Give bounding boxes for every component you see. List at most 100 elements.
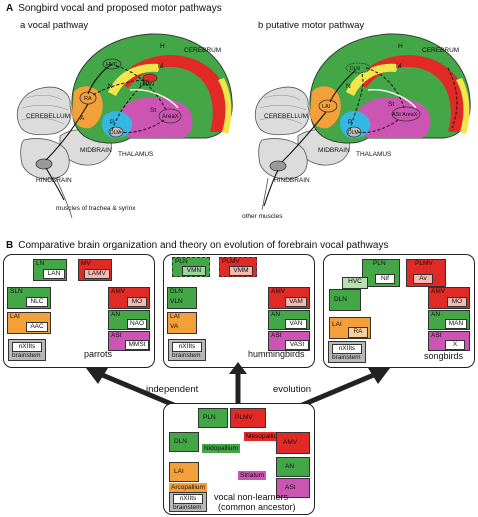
parrot-nxii-nucleus: nXIIts xyxy=(12,342,42,352)
dln-nucleus xyxy=(345,62,371,74)
song-nxii-nucleus: nXIIts xyxy=(332,344,362,354)
anc-nxii-nucleus: nXIIts xyxy=(173,494,203,504)
hum-van-nucleus: VAN xyxy=(285,319,307,329)
label-hvc: HVC xyxy=(106,62,118,68)
parrot-amv-box: AMV MO xyxy=(108,287,150,309)
label-areax: ASt AreaX xyxy=(392,112,418,118)
anc-nxii-box: nXIIts brainstem xyxy=(169,492,207,512)
vocal-pathway-brain-diagram: H CEREBRUM N M St P A RA HVC LMAN AreaX … xyxy=(16,33,233,219)
hum-ast-box: ASt VASt xyxy=(268,331,310,351)
label-thalamus: THALAMUS xyxy=(118,151,154,158)
label-output-other-muscles: other muscles xyxy=(242,213,283,220)
anc-ast-box: ASt xyxy=(276,478,310,498)
anc-an-box: AN xyxy=(276,457,310,477)
label-dlm: DLM xyxy=(348,130,359,136)
nxii-nucleus xyxy=(35,158,53,170)
lamina-yellow xyxy=(108,63,160,96)
song-pln-box: PLN Nif xyxy=(362,259,400,287)
hum-vmm-nucleus: VMM xyxy=(229,266,253,276)
anc-lai-box: LAI xyxy=(169,462,199,482)
label-hindbrain: HINDBRAIN xyxy=(274,177,310,184)
label-m: M xyxy=(396,63,401,70)
mesopallium-band xyxy=(118,55,227,132)
arrow-label-evolution: evolution xyxy=(273,384,312,395)
lamina-yellow xyxy=(346,63,398,96)
parrot-mmst-nucleus: MMSt xyxy=(125,340,149,350)
song-nif-nucleus: Nif xyxy=(375,274,395,284)
hum-plmv-box: PLMV VMM xyxy=(219,257,257,277)
song-dln-box: DLN xyxy=(329,289,361,311)
anc-nidopallium-tag: Nidopallium xyxy=(202,444,240,453)
arrow-label-independent: independent xyxy=(146,384,199,395)
label-a: A xyxy=(80,115,85,122)
label-thalamus: THALAMUS xyxy=(356,151,392,158)
hum-pln-box: PLN VMN xyxy=(172,257,210,277)
song-ra-nucleus: RA xyxy=(348,327,368,338)
label-n: N xyxy=(108,83,113,90)
anc-mesopallium-tag: Mesopallium xyxy=(244,432,285,441)
hum-dln-box: DLN VLN xyxy=(167,287,197,309)
song-plmv-box: PLMV Av xyxy=(406,259,446,287)
subpanel-a-title: a vocal pathway xyxy=(20,20,89,31)
arrow-to-songbirds xyxy=(368,368,390,384)
label-h: H xyxy=(398,43,403,50)
parrot-sln-box: SLN NLC xyxy=(7,287,51,309)
ancestor-caption-line1: vocal non-learners xyxy=(214,492,289,502)
label-h: H xyxy=(160,43,165,50)
parrot-nxii-box: nXIIts brainstem xyxy=(8,339,46,361)
label-ra: RA xyxy=(84,96,92,102)
song-mo-nucleus: MO xyxy=(447,297,467,307)
label-lman: LMAN xyxy=(140,82,154,88)
cerebellum-shape xyxy=(254,86,310,136)
song-nxii-box: nXIIts brainstem xyxy=(328,341,366,363)
parrot-ln-box: LN LAN xyxy=(33,259,67,281)
song-an-box: AN MAN xyxy=(428,310,470,330)
hum-vast-nucleus: VASt xyxy=(285,340,309,350)
label-cerebellum: CEREBELLUM xyxy=(264,113,308,120)
lman-nucleus xyxy=(142,73,158,83)
hum-vln-label: VLN xyxy=(170,298,183,305)
label-st: St xyxy=(388,101,394,108)
hum-amv-box: AMV VAM xyxy=(268,287,310,309)
areax-nucleus xyxy=(158,108,182,124)
song-man-nucleus: MAN xyxy=(445,319,467,329)
parrot-lamv-nucleus: LAMV xyxy=(84,269,110,279)
hummingbirds-caption: hummingbirds xyxy=(248,349,305,359)
parrot-mo-nucleus: MO xyxy=(127,297,147,307)
parrots-caption: parrots xyxy=(84,349,113,359)
label-output-muscles: muscles of trachea & syrinx xyxy=(56,205,136,212)
ancestor-caption-line2: (common ancestor) xyxy=(218,502,296,512)
brainstem-nucleus xyxy=(269,160,287,172)
anc-arcopallium-tag: Arcopallium xyxy=(169,483,207,492)
parrot-lai-box: LAI AAC xyxy=(7,312,51,334)
song-ast-box: ASt X xyxy=(428,331,470,351)
label-cerebrum: CEREBRUM xyxy=(422,47,459,54)
motor-pathway-brain-diagram: H CEREBRUM N M St P LAI DLN ASt AreaX DL… xyxy=(242,33,471,220)
anc-amv-box: AMV xyxy=(276,432,310,454)
lai-nucleus xyxy=(318,99,338,113)
song-lai-box: LAI RA xyxy=(329,317,371,339)
arrow-to-hummingbirds xyxy=(229,362,247,374)
label-lai: LAI xyxy=(322,104,331,110)
anc-plmv-box: PLMV xyxy=(230,408,266,428)
parrot-nlc-nucleus: NLC xyxy=(26,297,48,307)
label-hindbrain: HINDBRAIN xyxy=(36,177,72,184)
hummingbirds-panel: PLN VMN PLMV VMM DLN VLN AMV VAM LAI VA … xyxy=(163,254,315,368)
parrot-nao-nucleus: NAO xyxy=(127,319,147,329)
label-midbrain: MIDBRAIN xyxy=(318,147,350,154)
hum-va-label: VA xyxy=(170,323,179,330)
label-p: P xyxy=(348,119,352,126)
label-dln: DLN xyxy=(350,66,360,72)
parrot-aac-nucleus: AAC xyxy=(26,322,48,332)
song-x-nucleus: X xyxy=(445,340,465,350)
song-hvc-nucleus: HVC xyxy=(342,277,368,289)
hum-nxii-nucleus: nXIIts xyxy=(172,342,202,352)
ancestor-panel: PLN PLMV Mesopallium DLN AMV Nidopallium… xyxy=(163,403,315,515)
label-p: P xyxy=(110,119,114,126)
label-n: N xyxy=(346,83,351,90)
subpanel-b-title: b putative motor pathway xyxy=(258,20,365,31)
parrots-panel: LN LAN MV LAMV SLN NLC AMV MO LAI AAC AN… xyxy=(3,254,155,368)
anc-dln-box: DLN xyxy=(169,432,199,452)
mesopallium-band xyxy=(356,55,465,132)
